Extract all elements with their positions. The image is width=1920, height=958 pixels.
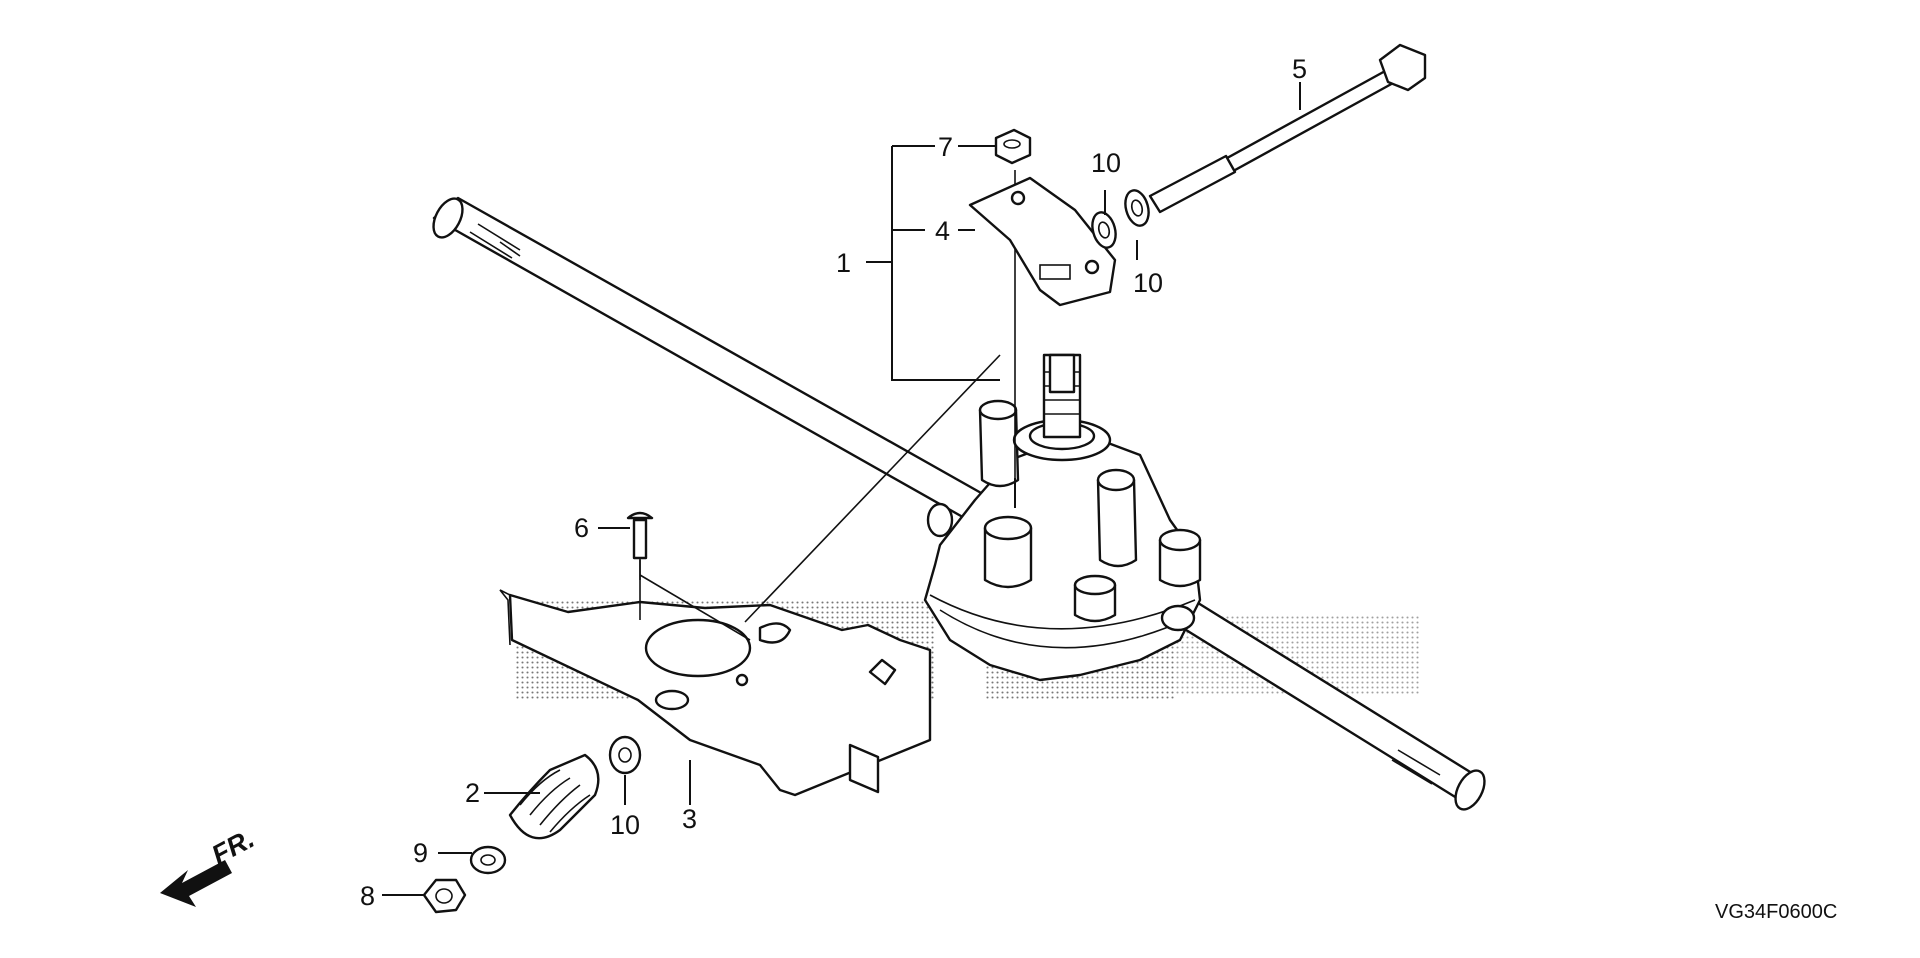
callout-8: 8 xyxy=(360,881,375,911)
bolt-5 xyxy=(1148,43,1427,214)
callout-2: 2 xyxy=(465,778,480,808)
screw-6 xyxy=(626,511,654,580)
callout-9: 9 xyxy=(413,838,428,868)
callout-3: 3 xyxy=(682,804,697,834)
callout-10-upper: 10 xyxy=(1091,148,1121,178)
clamp-plate xyxy=(968,176,1117,307)
callout-7: 7 xyxy=(938,132,953,162)
spring-2 xyxy=(508,753,600,840)
callout-5: 5 xyxy=(1292,54,1307,84)
nut-8 xyxy=(422,878,467,914)
leader-lines xyxy=(382,82,1301,896)
bracket-plate xyxy=(499,589,932,797)
front-label: FR. xyxy=(207,823,259,870)
callout-10-right: 10 xyxy=(1133,268,1163,298)
drawing-code: VG34F0600C xyxy=(1715,901,1837,923)
callout-4: 4 xyxy=(935,216,950,246)
axle-shaft xyxy=(432,196,1486,811)
front-arrow-icon xyxy=(160,860,232,907)
nut-7 xyxy=(994,128,1032,165)
callout-6: 6 xyxy=(574,513,589,543)
washers-10 xyxy=(1091,189,1150,249)
washer-9 xyxy=(469,845,507,875)
callout-10-lower: 10 xyxy=(610,810,640,840)
transmission-case xyxy=(923,353,1202,682)
callout-1: 1 xyxy=(836,248,851,278)
washer-10-lower xyxy=(608,735,642,775)
